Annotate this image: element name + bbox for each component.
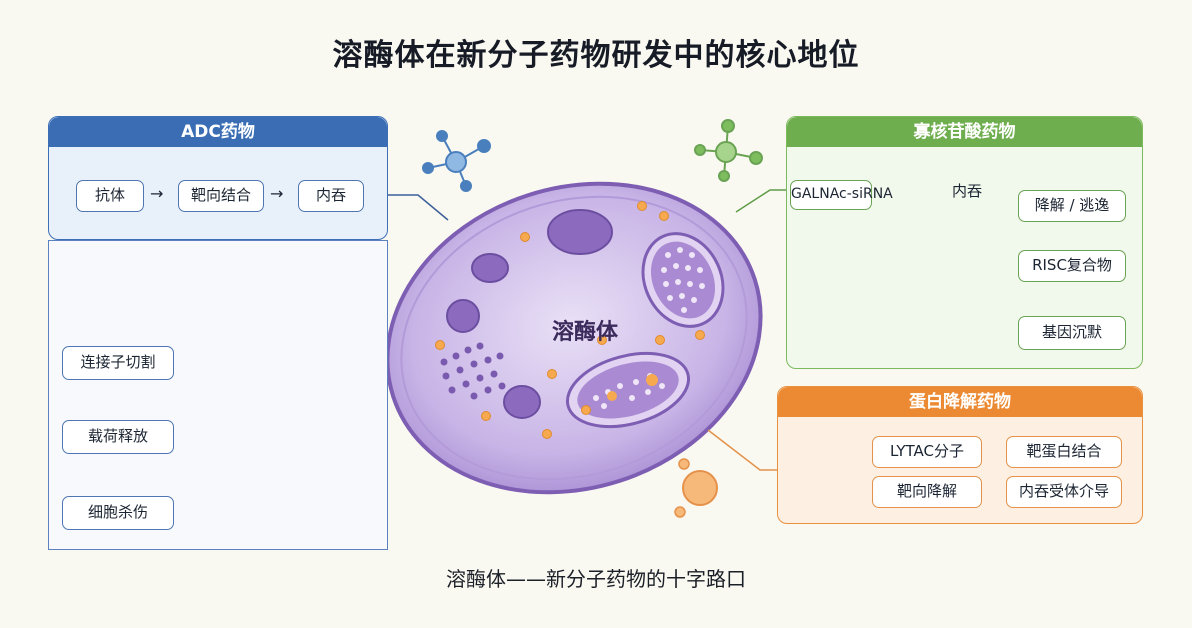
lysosome — [385, 181, 763, 495]
adc-panel: ADC药物 — [48, 116, 388, 240]
oligo-panel-header: 寡核苷酸药物 — [787, 117, 1142, 147]
oligo-step-risc-complex: RISC复合物 — [1018, 250, 1126, 282]
adc-panel-header: ADC药物 — [49, 117, 387, 147]
page-title: 溶酶体在新分子药物研发中的核心地位 — [332, 38, 860, 73]
arrow-icon: → — [270, 184, 284, 203]
oligo-step-degradation-escape: 降解 / 逃逸 — [1018, 190, 1126, 222]
adc-flow-endocytosis: 内吞 — [298, 180, 364, 212]
protein-targeted-degradation: 靶向降解 — [872, 476, 982, 508]
adc-step-cell-killing: 细胞杀伤 — [62, 496, 174, 530]
molecule-blue-icon — [422, 130, 491, 192]
floating-particles — [674, 458, 718, 518]
adc-connector — [388, 194, 449, 221]
diagram-caption: 溶酶体——新分子药物的十字路口 — [446, 567, 746, 591]
adc-flow-targeting: 靶向结合 — [178, 180, 264, 212]
oligo-step-gene-silencing: 基因沉默 — [1018, 316, 1126, 350]
protein-receptor-mediated-endocytosis: 内吞受体介导 — [1006, 476, 1122, 508]
lysosome-label: 溶酶体 — [551, 320, 618, 345]
protein-lytac-molecule: LYTAC分子 — [872, 436, 982, 468]
protein-target-binding: 靶蛋白结合 — [1006, 436, 1122, 468]
adc-flow-antibody: 抗体 — [76, 180, 144, 212]
protein-panel-header: 蛋白降解药物 — [778, 387, 1142, 417]
oligo-connector — [735, 189, 786, 213]
protein-connector — [707, 429, 777, 471]
oligo-endocytosis-label: 内吞 — [952, 182, 983, 200]
molecule-green-icon — [694, 119, 763, 182]
arrow-icon: → — [150, 184, 164, 203]
oligo-galnac-sirna: GALNAc-siRNA — [790, 180, 893, 210]
adc-step-linker-cleavage: 连接子切割 — [62, 346, 174, 380]
adc-step-payload-release: 载荷释放 — [62, 420, 174, 454]
